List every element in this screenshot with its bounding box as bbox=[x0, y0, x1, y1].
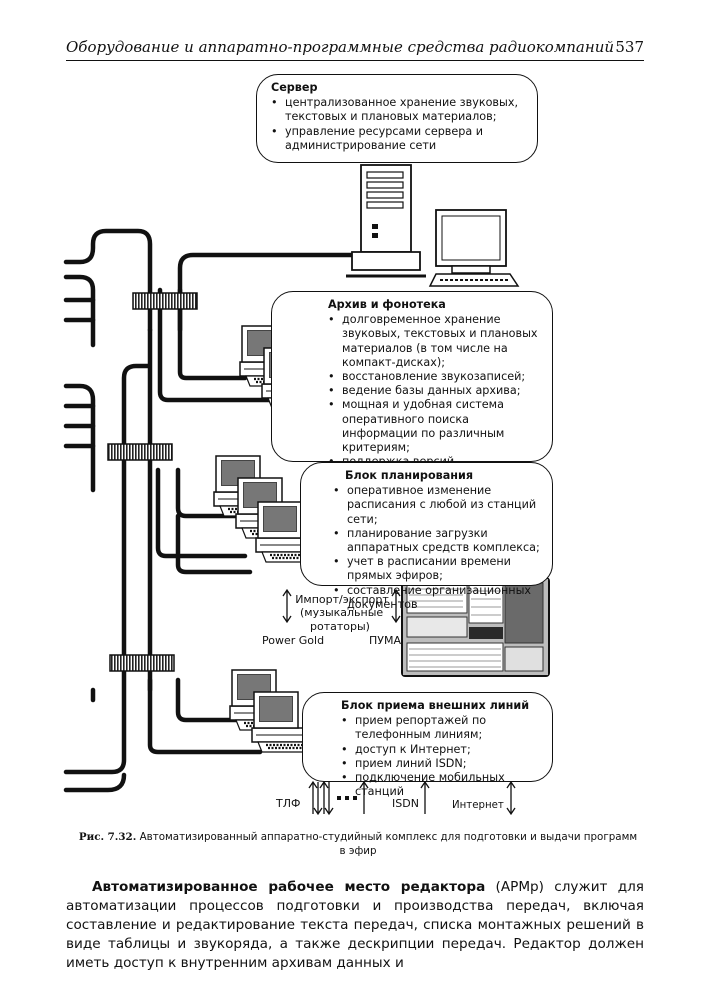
list-item: централизованное хранение звуковых, текс… bbox=[271, 96, 527, 124]
isdn-label: ISDN bbox=[392, 797, 419, 810]
list-item: долговременное хранение звуковых, тексто… bbox=[328, 313, 542, 370]
power-gold-label: Power Gold bbox=[262, 634, 325, 647]
network-hubs bbox=[107, 292, 198, 672]
list-item: составление организационных документов bbox=[333, 584, 542, 612]
archive-list: долговременное хранение звуковых, тексто… bbox=[328, 313, 542, 483]
server-computer-icon bbox=[346, 164, 426, 278]
list-item: подключение мобильных станций bbox=[341, 771, 542, 799]
list-item: учет в расписании времени прямых эфиров; bbox=[333, 555, 542, 583]
page-header: Оборудование и аппаратно-программные сре… bbox=[0, 0, 702, 70]
figure-number: Рис. 7.32. bbox=[78, 831, 137, 843]
rotators-label: (музыкальные ротаторы) bbox=[300, 606, 384, 633]
puma-label: ПУМА bbox=[369, 634, 401, 647]
page-number: 537 bbox=[615, 38, 644, 56]
planning-list: оперативное изменение расписания с любой… bbox=[319, 484, 542, 612]
list-item: планирование загрузки аппаратных средств… bbox=[333, 527, 542, 555]
server-box: Сервер централизованное хранение звуковы… bbox=[256, 74, 538, 163]
figure-caption: Рис. 7.32. Автоматизированный аппаратно-… bbox=[78, 830, 638, 858]
hub-2 bbox=[107, 443, 173, 461]
list-item: прием линий ISDN; bbox=[341, 757, 542, 771]
list-item: управление ресурсами сервера и администр… bbox=[271, 125, 527, 153]
external-title: Блок приема внешних линий bbox=[341, 699, 530, 712]
external-list: прием репортажей по телефонным линиям; д… bbox=[341, 714, 542, 799]
hub-1 bbox=[132, 292, 198, 310]
server-terminal-icon bbox=[428, 209, 520, 287]
external-lines-box: Блок приема внешних линий прием репортаж… bbox=[302, 692, 553, 798]
body-paragraph: Автоматизированное рабочее место редакто… bbox=[66, 878, 644, 973]
planning-box: Блок планирования оперативное изменение … bbox=[300, 462, 553, 611]
network-diagram bbox=[63, 164, 520, 816]
network-cables bbox=[63, 228, 363, 793]
list-item: восстановление звукозаписей; bbox=[328, 370, 542, 384]
import-export-label: Импорт/экспорт bbox=[295, 593, 389, 606]
list-item: мощная и удобная система оперативного по… bbox=[328, 398, 542, 455]
list-item: ведение базы данных архива; bbox=[328, 384, 542, 398]
list-item: прием репортажей по телефонным линиям; bbox=[341, 714, 542, 742]
planning-title: Блок планирования bbox=[345, 469, 474, 482]
paragraph-text: (АРМр) служит для автоматизации процессо… bbox=[66, 879, 644, 971]
server-title: Сервер bbox=[271, 81, 318, 94]
tlf-label: ТЛФ bbox=[276, 797, 301, 810]
list-item: доступ к Интернет; bbox=[341, 743, 542, 757]
hub-3 bbox=[109, 654, 175, 672]
caption-text: Автоматизированный аппаратно-студийный к… bbox=[139, 831, 638, 857]
archive-box: Архив и фонотека долговременное хранение… bbox=[271, 291, 553, 482]
term: Автоматизированное рабочее место редакто… bbox=[92, 879, 486, 895]
header-rule bbox=[66, 60, 644, 61]
server-list: централизованное хранение звуковых, текс… bbox=[271, 96, 527, 153]
archive-title: Архив и фонотека bbox=[328, 298, 446, 311]
internet-label: Интернет bbox=[452, 800, 504, 811]
running-title: Оборудование и аппаратно-программные сре… bbox=[66, 38, 615, 56]
list-item: оперативное изменение расписания с любой… bbox=[333, 484, 542, 527]
